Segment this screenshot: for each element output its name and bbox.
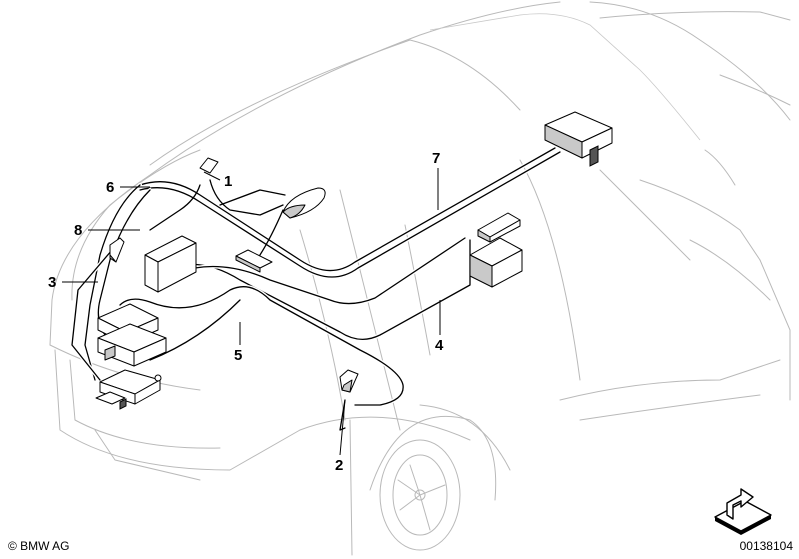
callout-leaders <box>62 168 441 456</box>
antenna-pad-1 <box>199 157 219 174</box>
antenna-element-4 <box>477 212 521 243</box>
antenna-element-8 <box>109 237 125 263</box>
callout-6: 6 <box>106 179 114 196</box>
tuner-module <box>95 369 162 410</box>
front-antenna-module <box>544 111 613 167</box>
rear-module-box <box>144 235 197 293</box>
antenna-pad-2 <box>339 369 359 393</box>
callout-2: 2 <box>335 457 343 474</box>
module-4-box <box>469 237 523 288</box>
callout-labels: 1 2 3 4 5 6 7 8 <box>48 150 444 474</box>
copyright-text: © BMW AG <box>8 539 70 553</box>
diagram-number: 00138104 <box>739 539 793 553</box>
car-body-outline <box>49 1 791 556</box>
callout-1: 1 <box>224 173 232 190</box>
callout-5: 5 <box>234 347 242 364</box>
stacked-modules <box>97 303 167 367</box>
callout-8: 8 <box>74 222 82 239</box>
callout-3: 3 <box>48 274 56 291</box>
callout-4: 4 <box>435 337 444 354</box>
roof-fin-antenna <box>282 187 326 219</box>
next-arrow-icon[interactable] <box>711 485 775 535</box>
callout-7: 7 <box>432 150 440 167</box>
components <box>95 111 613 410</box>
